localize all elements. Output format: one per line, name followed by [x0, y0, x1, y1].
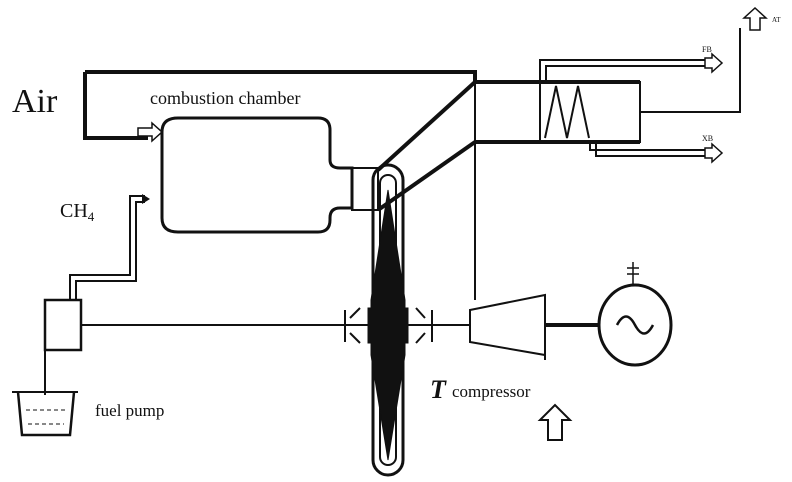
ch4-label: CH4: [60, 200, 95, 224]
fuel-tank-icon: [12, 391, 78, 437]
lower-outlet-arrow-icon: [704, 142, 724, 164]
combustion-chamber-label: combustion chamber: [150, 88, 300, 108]
ac-generator-icon: [597, 262, 673, 367]
exhaust-up-arrow-icon: [742, 6, 768, 31]
air-inlet-arrow-icon: [137, 121, 164, 143]
upper-outlet-label: FB: [702, 45, 712, 54]
fuel-pump: [43, 298, 83, 395]
exhaust-top-label: AT: [772, 16, 781, 24]
upper-outlet-pipe: [539, 59, 705, 82]
combustion-chamber: [160, 116, 379, 234]
lower-outlet-label: XB: [702, 134, 713, 143]
compressor: [469, 293, 546, 360]
upper-outlet-arrow-icon: [704, 52, 724, 74]
compressor-inlet-up-arrow-icon: [537, 403, 573, 441]
turbine: [344, 163, 433, 477]
turbine-symbol-label: T: [430, 375, 447, 404]
air-label: Air: [12, 83, 58, 120]
fuel-inlet-arrow-icon: [142, 194, 150, 204]
hot-gas-ducts: [376, 80, 477, 212]
lower-outlet-pipe: [589, 142, 705, 157]
compressor-label: compressor: [452, 382, 531, 401]
fuel-line: [69, 195, 145, 300]
fuel-pump-label: fuel pump: [95, 401, 164, 420]
